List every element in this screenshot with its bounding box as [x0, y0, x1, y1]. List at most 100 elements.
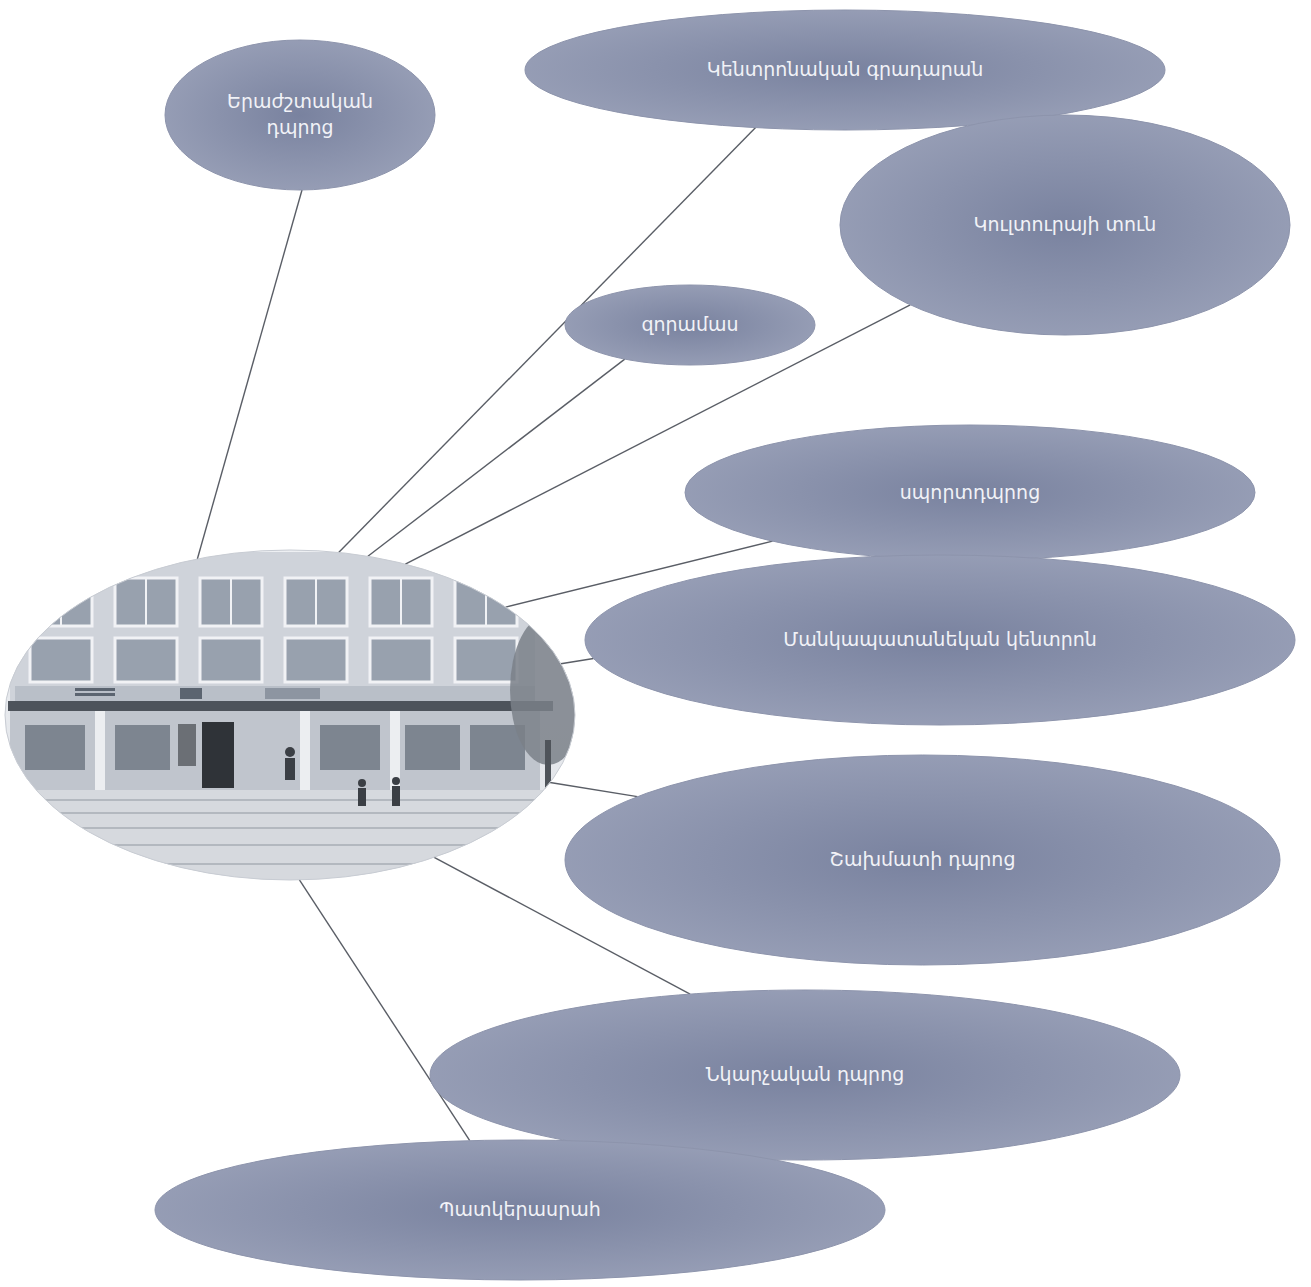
step-edge: [0, 812, 600, 814]
column: [300, 711, 310, 791]
place-name: Կուլտուրայի տուն: [974, 212, 1157, 238]
window-mullions: [61, 578, 486, 626]
window: [30, 638, 92, 682]
node-text-group: սպորտդպրոց: [900, 480, 1040, 506]
sign-stripe: [75, 693, 115, 696]
column: [390, 711, 400, 791]
window: [285, 578, 347, 626]
sign-marks: [75, 688, 320, 699]
ellipse-outline: [165, 40, 435, 190]
mullion: [145, 578, 147, 626]
building-facade: [10, 552, 535, 702]
entrance-door: [202, 722, 234, 788]
place-name: Կենտրոնական գրադարան: [707, 57, 984, 83]
place-name: Պատկերասրահ: [439, 1197, 600, 1223]
canopy: [8, 701, 553, 711]
window: [115, 638, 177, 682]
connector-line: [561, 659, 594, 664]
upper-windows: [30, 578, 517, 682]
connector-line: [197, 190, 302, 559]
ground-floor: [10, 711, 540, 791]
window: [200, 638, 262, 682]
node-text-group: Շախմատի դպրոց: [830, 847, 1016, 873]
connector-line: [299, 880, 469, 1141]
sign-stripe: [75, 688, 115, 691]
person-head: [392, 777, 400, 785]
window: [370, 638, 432, 682]
column: [95, 711, 105, 791]
photo-sky: [0, 540, 600, 900]
steps: [0, 790, 600, 900]
step-edge: [0, 863, 600, 865]
ellipse-shape: [585, 555, 1295, 725]
step-edge: [0, 827, 600, 829]
sign-band: [15, 686, 535, 701]
person-body: [358, 788, 366, 806]
place-ellipse: Շախմատի դպրոց: [565, 755, 1280, 965]
node-text-group: Պատկերասրահ: [439, 1197, 600, 1223]
person-body: [392, 786, 400, 806]
place-ellipse: Նկարչական դպրոց: [430, 990, 1180, 1160]
ellipse-shape: [565, 755, 1280, 965]
poster: [178, 724, 196, 766]
person-body: [285, 758, 295, 780]
columns: [95, 711, 400, 791]
mullion: [485, 578, 487, 626]
place-name: Շախմատի դպրոց: [830, 847, 1016, 873]
place-name: սպորտդպրոց: [900, 480, 1040, 506]
node-text-group: զորամաս: [641, 312, 738, 338]
ellipse-shape: [430, 990, 1180, 1160]
step-edge: [0, 799, 600, 801]
mullion: [400, 578, 402, 626]
window: [455, 578, 517, 626]
ellipse-shape: [840, 115, 1290, 335]
window: [405, 725, 460, 770]
window: [320, 725, 380, 770]
step-edge: [0, 844, 600, 846]
ellipse-outline: [5, 550, 575, 880]
place-ellipse: Կենտրոնական գրադարան: [525, 10, 1165, 130]
window: [455, 638, 517, 682]
ellipse-shape: [155, 1140, 885, 1280]
place-ellipse: Կուլտուրայի տուն: [840, 115, 1290, 335]
place-name: Երաժշտական դպրոց: [225, 89, 375, 140]
tree-trunk: [545, 740, 551, 795]
window: [25, 725, 85, 770]
node-text-group: Կուլտուրայի տուն: [974, 212, 1157, 238]
place-name: զորամաս: [641, 312, 738, 338]
place-ellipse: Պատկերասրահ: [155, 1140, 885, 1280]
window: [200, 578, 262, 626]
window: [115, 578, 177, 626]
people: [285, 747, 400, 806]
connector-line: [550, 782, 637, 796]
window: [115, 725, 170, 770]
place-name: Մանկապատանեկան կենտրոն: [783, 627, 1097, 653]
photo-node: [5, 550, 575, 880]
ellipse-shape: [525, 10, 1165, 130]
node-text-group: Մանկապատանեկան կենտրոն: [783, 627, 1097, 653]
mullion: [60, 578, 62, 626]
ellipse-shape: [565, 285, 815, 365]
window: [370, 578, 432, 626]
photo-frame: [5, 550, 575, 880]
person-head: [358, 779, 366, 787]
place-name: Նկարչական դպրոց: [706, 1062, 905, 1088]
node-text-group: Նկարչական դպրոց: [706, 1062, 905, 1088]
place-ellipse: սպորտդպրոց: [685, 425, 1255, 560]
node-text-group: Կենտրոնական գրադարան: [707, 57, 984, 83]
photo-content: [0, 540, 600, 900]
ellipse-shape: [685, 425, 1255, 560]
mullion: [230, 578, 232, 626]
place-ellipse: Մանկապատանեկան կենտրոն: [585, 555, 1295, 725]
person-head: [285, 747, 295, 757]
ellipse-shape: [165, 40, 435, 190]
place-ellipse: զորամաս: [565, 285, 815, 365]
node-text-group: Երաժշտական դպրոց: [225, 89, 375, 140]
sign-logo: [180, 688, 202, 699]
mullion: [315, 578, 317, 626]
sign-plate: [265, 688, 320, 699]
window: [285, 638, 347, 682]
connector-line: [368, 359, 625, 556]
place-ellipse: Երաժշտական դպրոց: [165, 40, 435, 190]
